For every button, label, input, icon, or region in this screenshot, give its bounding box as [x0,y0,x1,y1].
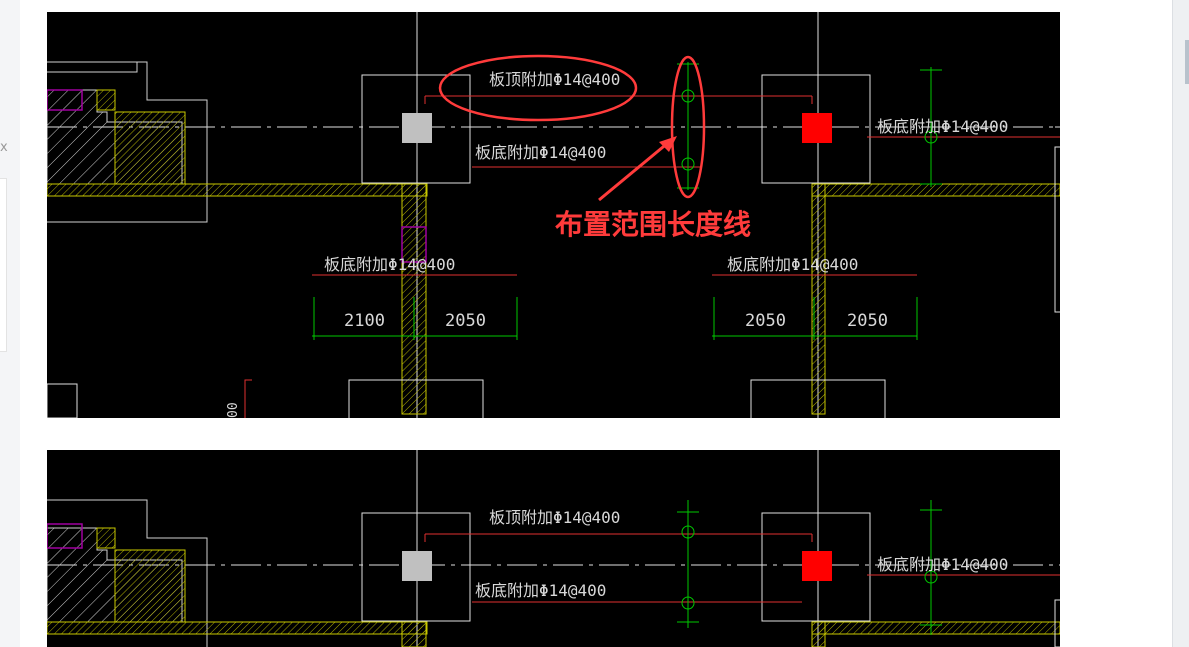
rebar-lines [312,95,1060,276]
bottom-rebar-label-mid: 板底附加Φ14@400 [475,581,606,600]
dimension-2050-c: 2050 [847,311,888,331]
callout-arrowhead [659,136,677,152]
bottom-rebar-label-lower-right: 板底附加Φ14@400 [727,255,858,274]
left-slab-hatch [47,499,208,647]
range-line [677,500,942,635]
cad-drawing-1: 板顶附加Φ14@400 板底附加Φ14@400 板底附加Φ14@400 板底附加… [47,12,1060,418]
cad-screenshot-1: 板顶附加Φ14@400 板底附加Φ14@400 板底附加Φ14@400 板底附加… [47,12,1060,418]
callout-label: 布置范围长度线 [555,208,751,241]
axis-lines [47,450,1060,647]
bottom-rebar-label-right: 板底附加Φ14@400 [877,117,1008,136]
side-panel-edge [0,178,7,352]
cad-drawing-2: 板顶附加Φ14@400 板底附加Φ14@400 板底附加Φ14@400 [47,450,1060,647]
dimension-2100: 2100 [344,311,385,331]
left-gutter: x [0,0,20,647]
bottom-rebar-label-lower-left: 板底附加Φ14@400 [324,255,455,274]
left-slab-hatch [47,61,208,223]
scrollbar[interactable] [1172,0,1189,647]
dimension-lines [312,297,918,340]
column-boxes [361,512,1060,647]
highlight-ellipse-top-label [438,54,638,122]
dimension-2050-b: 2050 [745,311,786,331]
red-column [802,551,832,581]
callout-annotation: 布置范围长度线 [438,54,751,241]
top-rebar-label: 板顶附加Φ14@400 [489,508,620,527]
dimension-2050-a: 2050 [445,311,486,331]
close-icon[interactable]: x [0,140,8,155]
top-rebar-label: 板顶附加Φ14@400 [489,70,620,89]
misc-red-bracket [244,379,252,418]
highlight-ellipse-range-line [670,55,706,199]
callout-arrow [598,140,670,202]
grey-column [402,551,432,581]
column-boxes [47,74,1060,418]
edge-text: 00 [226,402,241,418]
bottom-rebar-label-right: 板底附加Φ14@400 [877,555,1008,574]
scrollbar-thumb[interactable] [1185,40,1189,84]
rebar-lines [424,533,1060,603]
cad-screenshot-2: 板顶附加Φ14@400 板底附加Φ14@400 板底附加Φ14@400 [47,450,1060,647]
bottom-rebar-label-mid: 板底附加Φ14@400 [475,143,606,162]
wall-band [47,183,1060,415]
red-column [802,113,832,143]
range-line [677,62,942,190]
wall-band [47,621,1060,647]
grey-column [402,113,432,143]
